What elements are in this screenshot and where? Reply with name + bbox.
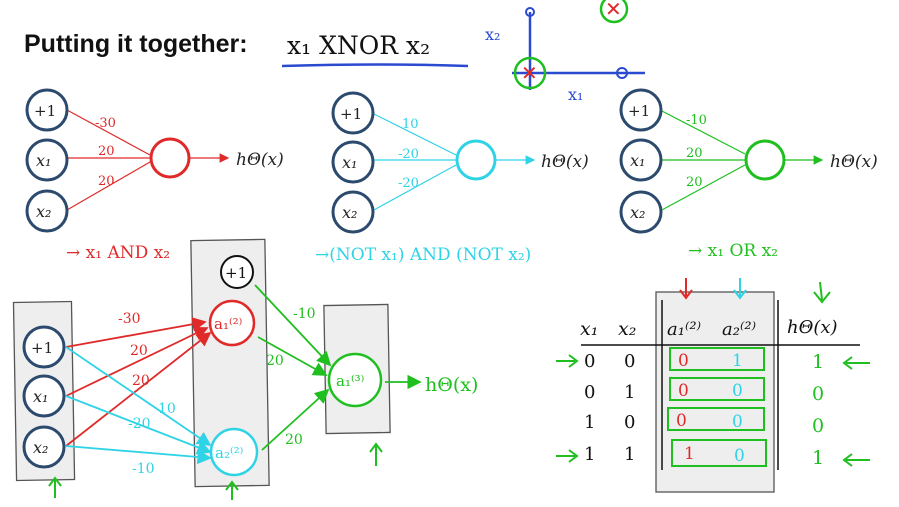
network-notand: +1 x₁ x₂ 10 -20 -20 hΘ(x) — [331, 91, 589, 234]
tt-r2-a1: 0 — [678, 381, 689, 401]
and-weight-x2: 20 — [98, 174, 115, 189]
notand-weight-x1: -20 — [398, 147, 419, 162]
tt-r1-h: 1 — [812, 351, 824, 373]
title-underline — [281, 63, 469, 68]
a3-output-label: a₁⁽³⁾ — [336, 372, 364, 390]
or-caption: → x₁ OR x₂ — [688, 241, 778, 261]
or-weight-x1: 20 — [686, 146, 703, 161]
hidden-bias-label: +1 — [225, 264, 247, 282]
xnor-weight-green-bias: -10 — [293, 306, 316, 322]
notand-x2-label: x₂ — [342, 203, 357, 222]
tt-r4-x2: 1 — [624, 444, 635, 465]
xor-axes-sketch: ✕ ✕ x₂ x₁ — [485, 0, 645, 104]
tt-r2-x1: 0 — [584, 382, 595, 403]
or-output-label: hΘ(x) — [830, 152, 878, 172]
and-weight-x1: 20 — [98, 144, 115, 159]
xnor-weight-green-a2: 20 — [285, 432, 303, 448]
and-x2-label: x₂ — [36, 202, 51, 221]
xnor-output-label: hΘ(x) — [425, 374, 478, 396]
slide-title-math: x₁ XNOR x₂ — [287, 31, 431, 60]
and-caption: → x₁ AND x₂ — [66, 243, 171, 263]
notand-bias-label: +1 — [340, 105, 362, 123]
or-weight-bias: -10 — [686, 113, 707, 128]
tt-r4-a1: 1 — [684, 444, 695, 464]
tt-r3-a1: 0 — [676, 411, 687, 431]
tt-r2-h: 0 — [812, 383, 824, 405]
tt-header-h: hΘ(x) — [787, 317, 838, 338]
tt-header-x1: x₁ — [580, 318, 598, 340]
xnor-weight-red-x1: 20 — [130, 343, 148, 359]
notand-x1-label: x₁ — [342, 153, 357, 172]
notand-output-label: hΘ(x) — [541, 152, 589, 172]
tt-r2-x2: 1 — [624, 382, 635, 403]
and-x1-label: x₁ — [36, 151, 51, 170]
xnor-weight-cyan-bias: 10 — [158, 401, 176, 417]
tt-r4-h: 1 — [812, 447, 824, 469]
axes-x-label: x₁ — [568, 85, 583, 104]
and-bias-label: +1 — [34, 102, 56, 120]
xnor-weight-red-x2: 20 — [132, 373, 150, 389]
xnor-weight-green-a1: 20 — [266, 353, 284, 369]
or-x1-label: x₁ — [630, 151, 645, 170]
slide-title: Putting it together: — [24, 30, 248, 58]
or-x2-label: x₂ — [630, 203, 645, 222]
network-and: +1 x₁ x₂ -30 20 20 hΘ(x) — [25, 88, 284, 233]
xnor-network: +1 x₁ x₂ +1 a₁⁽²⁾ a₂⁽²⁾ a₁⁽³⁾ hΘ(x) -30 … — [12, 238, 478, 500]
tt-r1-a1: 0 — [678, 351, 689, 371]
tt-r3-x2: 0 — [624, 412, 635, 433]
tt-header-a1: a₁⁽²⁾ — [667, 319, 701, 340]
or-bias-label: +1 — [628, 102, 650, 120]
tt-header-x2: x₂ — [618, 318, 636, 340]
xnor-bias-label: +1 — [31, 339, 53, 357]
and-output-label: hΘ(x) — [236, 150, 284, 170]
truth-table: x₁ x₂ a₁⁽²⁾ a₂⁽²⁾ hΘ(x) 0 0 0 1 1 0 1 0 … — [556, 278, 870, 493]
notand-weight-bias: 10 — [402, 117, 419, 132]
tt-r1-a2: 1 — [732, 351, 743, 371]
axes-y-label: x₂ — [485, 25, 500, 44]
tt-header-a2: a₂⁽²⁾ — [722, 319, 756, 340]
xnor-x1-label: x₁ — [33, 387, 48, 406]
tt-r1-x2: 0 — [624, 351, 635, 372]
tt-r3-x1: 1 — [584, 412, 595, 433]
tt-r4-a2: 0 — [734, 446, 745, 466]
xnor-weight-cyan-x1: -20 — [128, 416, 151, 432]
tt-r4-x1: 1 — [584, 444, 595, 465]
network-or: +1 x₁ x₂ -10 20 20 hΘ(x) — [619, 88, 878, 234]
xnor-weight-cyan-x2: -10 — [132, 461, 155, 477]
or-weight-x2: 20 — [686, 175, 703, 190]
and-weight-bias: -30 — [95, 116, 116, 131]
xnor-x2-label: x₂ — [33, 438, 48, 457]
a1-hidden-label: a₁⁽²⁾ — [214, 315, 242, 333]
tt-r1-x1: 0 — [584, 351, 595, 372]
notand-caption: →(NOT x₁) AND (NOT x₂) — [315, 245, 532, 265]
tt-r3-a2: 0 — [732, 412, 743, 432]
tt-r3-h: 0 — [812, 415, 824, 437]
tt-r2-a2: 0 — [732, 381, 743, 401]
notand-weight-x2: -20 — [398, 176, 419, 191]
a2-hidden-label: a₂⁽²⁾ — [215, 444, 243, 462]
xnor-weight-red-bias: -30 — [118, 311, 141, 327]
axes-red-mark-origin: ✕ — [521, 61, 538, 85]
axes-red-mark-top: ✕ — [605, 0, 622, 21]
